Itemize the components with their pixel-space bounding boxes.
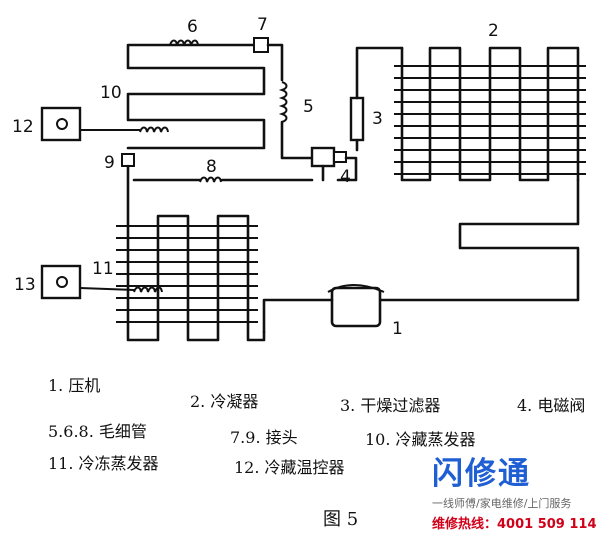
- joint-7: [253, 37, 269, 53]
- capillary-tube-8: [132, 176, 314, 183]
- label-8: 8: [206, 157, 217, 177]
- legend-joint: 7.9. 接头: [230, 428, 298, 447]
- capillary-tube-5: [266, 43, 314, 160]
- label-9: 9: [104, 153, 115, 173]
- watermark-logo: 闪修通 一线师傅/家电维修/上门服务 维修热线：4001 509 114: [432, 448, 612, 532]
- label-12: 12: [12, 117, 34, 137]
- joint-9: [121, 153, 135, 167]
- watermark-tagline: 一线师傅/家电维修/上门服务: [432, 497, 572, 510]
- figure-caption: 图 5: [323, 509, 359, 530]
- capillary-tube-6: [169, 39, 199, 46]
- legend-solenoid-valve: 4. 电磁阀: [517, 396, 586, 415]
- legend-freezer-evaporator: 11. 冷冻蒸发器: [48, 454, 159, 473]
- legend-compressor: 1. 压机: [48, 376, 101, 395]
- solenoid-valve-4: [310, 146, 358, 182]
- label-13: 13: [14, 275, 36, 295]
- watermark-hotline: 维修热线：4001 509 114: [432, 517, 597, 532]
- label-1: 1: [392, 319, 403, 339]
- freezer-evaporator-11: [116, 164, 266, 342]
- compressor-1: [262, 284, 385, 334]
- condenser-2: [378, 46, 586, 302]
- dryer-filter-3: [349, 46, 404, 152]
- label-4: 4: [340, 167, 351, 187]
- freezer-thermostat-13: [40, 264, 163, 300]
- label-11: 11: [92, 259, 114, 279]
- refrigeration-evaporator-10: [126, 43, 270, 150]
- watermark-brand: 闪修通: [432, 456, 531, 492]
- label-5: 5: [303, 97, 314, 117]
- refrigeration-thermostat-12: [40, 106, 169, 142]
- label-2: 2: [488, 21, 499, 41]
- label-6: 6: [187, 17, 198, 37]
- legend-refrigeration-thermostat: 12. 冷藏温控器: [234, 458, 345, 477]
- label-3: 3: [372, 109, 383, 129]
- label-10: 10: [100, 83, 122, 103]
- legend-condenser: 2. 冷凝器: [190, 392, 259, 411]
- legend-refrigeration-evaporator: 10. 冷藏蒸发器: [365, 430, 476, 449]
- legend-capillary: 5.6.8. 毛细管: [48, 422, 147, 441]
- legend-dryer-filter: 3. 干燥过滤器: [340, 396, 441, 415]
- label-7: 7: [257, 15, 268, 35]
